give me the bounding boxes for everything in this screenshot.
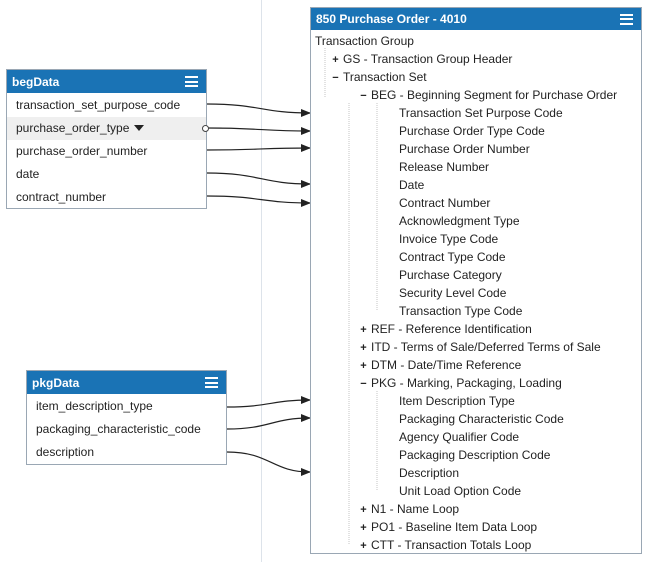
- collapse-icon[interactable]: −: [360, 378, 367, 390]
- field-item-description-type[interactable]: item_description_type: [36, 399, 153, 413]
- field-purchase-order-number[interactable]: purchase_order_number: [16, 144, 148, 158]
- collapse-icon[interactable]: −: [332, 72, 339, 84]
- tree-node-ctt[interactable]: +CTT - Transaction Totals Loop: [359, 536, 531, 554]
- tree-leaf-beg[interactable]: Contract Type Code: [399, 250, 506, 264]
- purchase-order-panel[interactable]: 850 Purchase Order - 4010 Transaction Gr…: [310, 7, 642, 554]
- tree-node-pkg[interactable]: −PKG - Marking, Packaging, Loading: [359, 374, 562, 392]
- tree-leaf-beg[interactable]: Acknowledgment Type: [399, 214, 520, 228]
- expand-icon[interactable]: +: [332, 54, 339, 66]
- tree-node-dtm[interactable]: +DTM - Date/Time Reference: [359, 356, 521, 374]
- tree-node-itd[interactable]: +ITD - Terms of Sale/Deferred Terms of S…: [359, 338, 600, 356]
- pkgData-header[interactable]: pkgData: [27, 371, 226, 394]
- menu-icon[interactable]: [185, 76, 198, 87]
- connection-contract-number: [206, 195, 311, 207]
- tree-node-ref[interactable]: +REF - Reference Identification: [359, 320, 531, 338]
- tree-leaf-pkg[interactable]: Packaging Description Code: [399, 448, 551, 462]
- pkgData-title: pkgData: [32, 375, 80, 390]
- expand-icon[interactable]: +: [360, 522, 367, 534]
- connection-date: [206, 172, 311, 188]
- tree-leaf-beg[interactable]: Purchase Order Number: [399, 142, 530, 156]
- tree-leaf-pkg[interactable]: Packaging Characteristic Code: [399, 412, 564, 426]
- begData-title: begData: [12, 74, 60, 89]
- tree-leaf-beg[interactable]: Purchase Category: [399, 268, 502, 282]
- tree-leaf-pkg[interactable]: Description: [399, 466, 460, 480]
- begData-panel[interactable]: begData transaction_set_purpose_code pur…: [6, 69, 209, 209]
- field-description[interactable]: description: [36, 445, 95, 459]
- field-packaging-characteristic-code[interactable]: packaging_characteristic_code: [36, 422, 201, 436]
- expand-icon[interactable]: +: [360, 324, 367, 336]
- expand-icon[interactable]: +: [360, 540, 367, 552]
- connection-order-number: [206, 144, 311, 153]
- tree-leaf-pkg[interactable]: Agency Qualifier Code: [399, 430, 520, 444]
- field-purchase-order-type[interactable]: purchase_order_type: [7, 117, 206, 140]
- tree-leaf-pkg[interactable]: Item Description Type: [399, 394, 515, 408]
- tree-leaf-pkg[interactable]: Unit Load Option Code: [399, 484, 522, 498]
- purchase-order-header[interactable]: 850 Purchase Order - 4010: [311, 8, 641, 30]
- tree-node-gs[interactable]: +GS - Transaction Group Header: [331, 50, 512, 68]
- caret-down-icon[interactable]: [134, 125, 145, 131]
- tree-leaf-beg[interactable]: Contract Number: [399, 196, 491, 210]
- tree-node-transaction-set[interactable]: −Transaction Set: [331, 68, 426, 86]
- tree-leaf-beg[interactable]: Release Number: [399, 160, 490, 174]
- tree-node-beg[interactable]: −BEG - Beginning Segment for Purchase Or…: [359, 86, 617, 104]
- pkgData-panel[interactable]: pkgData item_description_type packaging_…: [26, 370, 227, 465]
- purchase-order-title: 850 Purchase Order - 4010: [316, 12, 467, 26]
- tree-leaf-beg[interactable]: Date: [399, 178, 425, 192]
- tree-leaf-beg[interactable]: Transaction Type Code: [399, 304, 523, 318]
- tree-node-po1[interactable]: +PO1 - Baseline Item Data Loop: [359, 518, 537, 536]
- connection-order-type: [206, 126, 311, 135]
- connector-port[interactable]: [202, 125, 209, 132]
- connection-purpose-code: [206, 103, 311, 117]
- tree-leaf-beg[interactable]: Security Level Code: [399, 286, 507, 300]
- canvas-divider: [261, 0, 262, 562]
- tree-node-n1[interactable]: +N1 - Name Loop: [359, 500, 459, 518]
- menu-icon[interactable]: [620, 13, 633, 25]
- field-contract-number[interactable]: contract_number: [16, 190, 107, 204]
- expand-icon[interactable]: +: [360, 504, 367, 516]
- menu-icon[interactable]: [205, 377, 218, 388]
- tree-leaf-beg[interactable]: Purchase Order Type Code: [399, 124, 545, 138]
- begData-header[interactable]: begData: [7, 70, 206, 93]
- tree-node-transaction-group[interactable]: Transaction Group: [315, 34, 414, 48]
- connection-description: [226, 451, 311, 476]
- expand-icon[interactable]: +: [360, 360, 367, 372]
- collapse-icon[interactable]: −: [360, 90, 367, 102]
- expand-icon[interactable]: +: [360, 342, 367, 354]
- tree-guides: [324, 48, 378, 544]
- tree-leaf-beg[interactable]: Invoice Type Code: [399, 232, 499, 246]
- connection-packaging-code: [226, 414, 311, 430]
- connection-item-description-type: [226, 396, 311, 408]
- field-transaction-set-purpose-code[interactable]: transaction_set_purpose_code: [16, 98, 181, 112]
- field-date[interactable]: date: [16, 167, 40, 181]
- tree-leaf-beg[interactable]: Transaction Set Purpose Code: [399, 106, 563, 120]
